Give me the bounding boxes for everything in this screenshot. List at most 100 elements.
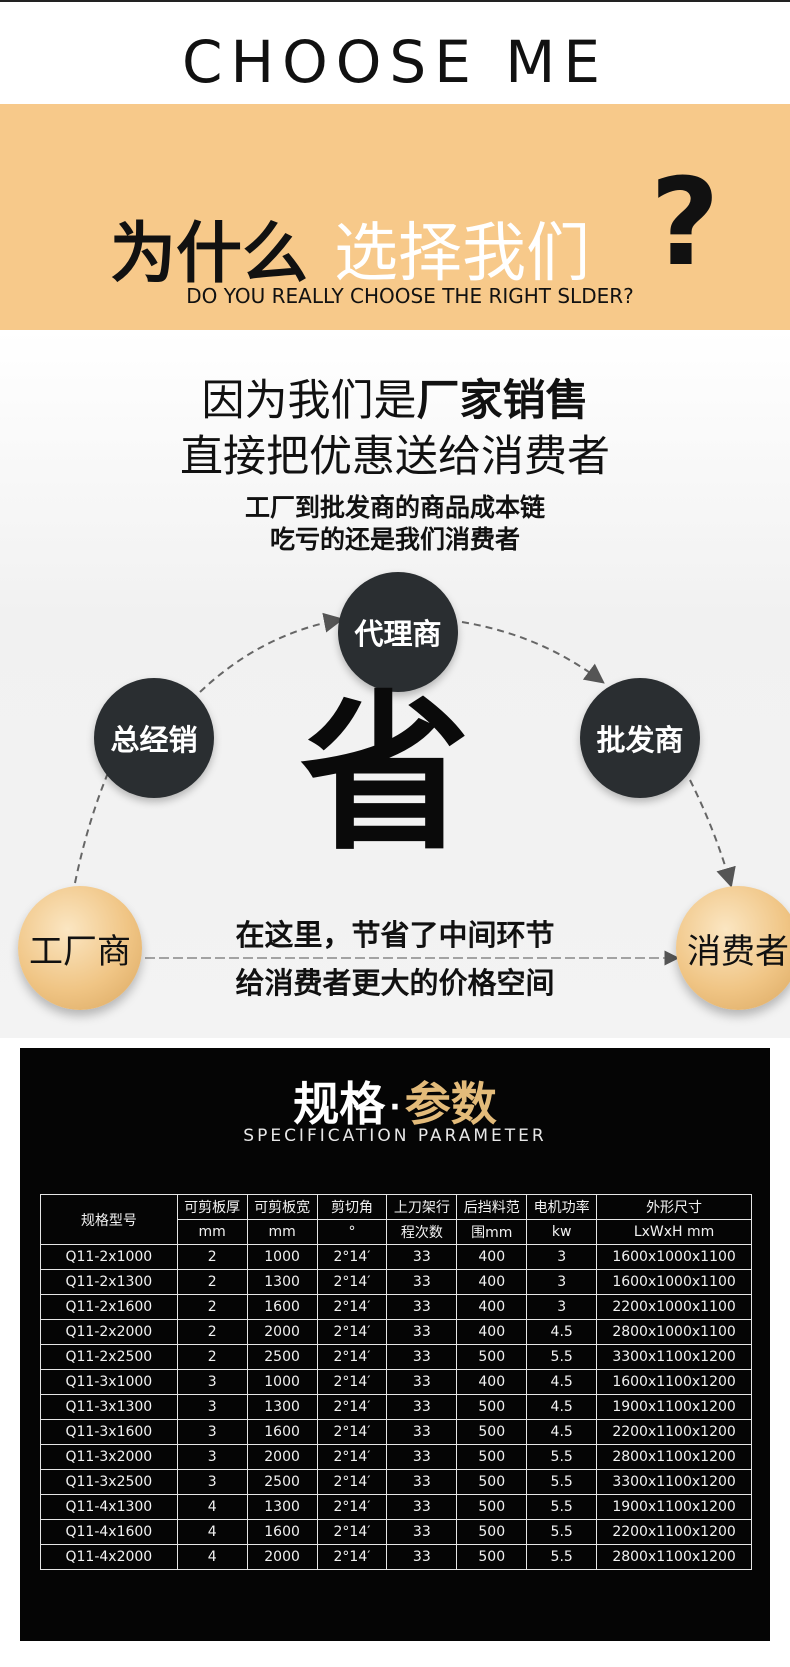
table-cell: 33 — [386, 1294, 458, 1320]
spec-title: 规格·参数 — [20, 1068, 770, 1134]
table-cell: 3 — [526, 1269, 598, 1295]
table-cell: 4.5 — [526, 1394, 598, 1420]
table-cell: 2800x1000x1100 — [596, 1319, 752, 1345]
table-cell: 2000 — [246, 1319, 318, 1345]
table-cell: 1300 — [246, 1494, 318, 1520]
table-cell: 2000 — [246, 1444, 318, 1470]
table-cell: 2°14′ — [316, 1319, 388, 1345]
table-cell: 400 — [456, 1244, 528, 1270]
table-cell: Q11-2x1600 — [40, 1294, 178, 1320]
table-cell: 1000 — [246, 1244, 318, 1270]
table-cell: 5.5 — [526, 1444, 598, 1470]
spec-header-cell: 外形尺寸 — [596, 1194, 752, 1220]
table-cell: 3 — [176, 1419, 248, 1445]
table-cell: 5.5 — [526, 1469, 598, 1495]
save-line1: 在这里，节省了中间环节 — [235, 918, 555, 952]
table-cell: 500 — [456, 1519, 528, 1545]
table-cell: 1600x1000x1100 — [596, 1244, 752, 1270]
table-cell: 1600 — [246, 1294, 318, 1320]
table-cell: 1600 — [246, 1419, 318, 1445]
table-cell: 33 — [386, 1319, 458, 1345]
spec-header-cell: 剪切角 — [316, 1194, 388, 1220]
spec-header-cell: 可剪板宽 — [246, 1194, 318, 1220]
table-cell: 400 — [456, 1369, 528, 1395]
table-cell: 33 — [386, 1269, 458, 1295]
table-cell: 2000 — [246, 1544, 318, 1570]
table-cell: Q11-3x2500 — [40, 1469, 178, 1495]
table-cell: 2°14′ — [316, 1444, 388, 1470]
table-cell: 2°14′ — [316, 1419, 388, 1445]
table-cell: 3 — [526, 1294, 598, 1320]
table-cell: 3 — [176, 1469, 248, 1495]
table-cell: 2°14′ — [316, 1269, 388, 1295]
table-cell: 33 — [386, 1519, 458, 1545]
spec-unit-cell: mm — [246, 1219, 318, 1245]
table-cell: Q11-3x1300 — [40, 1394, 178, 1420]
table-cell: 2°14′ — [316, 1519, 388, 1545]
save-character: 省 — [300, 676, 471, 874]
table-cell: 2°14′ — [316, 1544, 388, 1570]
table-cell: 33 — [386, 1444, 458, 1470]
table-cell: 4.5 — [526, 1419, 598, 1445]
table-cell: 2800x1100x1200 — [596, 1444, 752, 1470]
arrow-agent-to-wholesaler — [461, 621, 605, 684]
table-cell: 500 — [456, 1544, 528, 1570]
spec-unit-cell: mm — [176, 1219, 248, 1245]
spec-header-row: 规格型号可剪板厚可剪板宽剪切角上刀架行后挡料范电机功率外形尺寸 — [40, 1194, 752, 1245]
table-cell: 5.5 — [526, 1494, 598, 1520]
spec-section: 规格·参数 SPECIFICATION PARAMETER 规格型号可剪板厚可剪… — [20, 1048, 770, 1641]
table-cell: Q11-4x1300 — [40, 1494, 178, 1520]
table-cell: 1600 — [246, 1519, 318, 1545]
headline-factory-sales: 因为我们是厂家销售 — [0, 366, 790, 428]
cost-chain-text: 工厂到批发商的商品成本链 吃亏的还是我们消费者 — [0, 492, 790, 556]
spec-title-dot: · — [389, 1090, 401, 1125]
spec-header-cell: 规格型号 — [40, 1194, 178, 1245]
table-cell: 4.5 — [526, 1369, 598, 1395]
table-cell: 500 — [456, 1469, 528, 1495]
table-cell: 2°14′ — [316, 1369, 388, 1395]
spec-unit-cell: ° — [316, 1219, 388, 1245]
table-cell: 33 — [386, 1544, 458, 1570]
node-factory: 工厂商 — [18, 886, 142, 1010]
table-cell: 3 — [176, 1369, 248, 1395]
table-cell: 5.5 — [526, 1544, 598, 1570]
table-cell: 33 — [386, 1469, 458, 1495]
table-cell: Q11-3x1000 — [40, 1369, 178, 1395]
table-cell: Q11-3x1600 — [40, 1419, 178, 1445]
table-cell: 33 — [386, 1419, 458, 1445]
table-cell: 1600x1100x1200 — [596, 1369, 752, 1395]
spec-title-gold: 参数 — [404, 1077, 497, 1131]
table-cell: 33 — [386, 1244, 458, 1270]
table-cell: 3 — [176, 1394, 248, 1420]
headline1-normal: 因为我们是 — [201, 376, 417, 426]
table-cell: Q11-2x1300 — [40, 1269, 178, 1295]
table-cell: 500 — [456, 1444, 528, 1470]
table-cell: Q11-2x1000 — [40, 1244, 178, 1270]
table-cell: 4 — [176, 1519, 248, 1545]
arrow-distributor-to-agent — [199, 612, 344, 693]
arrow-wholesaler-to-consumer — [689, 779, 736, 888]
table-cell: 2 — [176, 1319, 248, 1345]
table-cell: Q11-2x2000 — [40, 1319, 178, 1345]
table-cell: Q11-4x2000 — [40, 1544, 178, 1570]
table-cell: 1900x1100x1200 — [596, 1394, 752, 1420]
spec-unit-cell: LxWxH mm — [596, 1219, 752, 1245]
table-cell: 2800x1100x1200 — [596, 1544, 752, 1570]
table-cell: 1900x1100x1200 — [596, 1494, 752, 1520]
spec-unit-cell: 围mm — [456, 1219, 528, 1245]
table-cell: 2 — [176, 1294, 248, 1320]
table-cell: 1300 — [246, 1269, 318, 1295]
table-cell: 2°14′ — [316, 1494, 388, 1520]
choose-me-title: CHOOSE ME — [181, 28, 608, 96]
node-consumer: 消费者 — [676, 886, 790, 1010]
spec-header-cell: 后挡料范 — [456, 1194, 528, 1220]
